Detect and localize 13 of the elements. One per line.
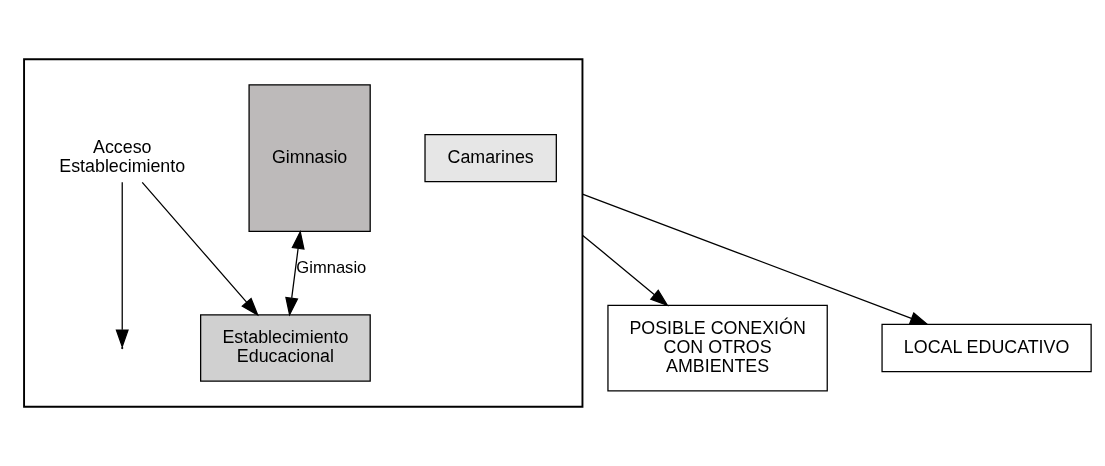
arrow — [141, 181, 259, 317]
node-box: POSIBLE CONEXIÓN CON OTROS AMBIENTES — [607, 304, 828, 392]
arrow — [581, 234, 669, 307]
node-box: Establecimiento Educacional — [200, 314, 371, 382]
node-box: Gimnasio — [248, 84, 371, 233]
node-text: Acceso Establecimiento — [59, 137, 186, 177]
arrow — [115, 181, 129, 349]
arrow — [581, 193, 929, 325]
edge-label: Gimnasio — [296, 257, 367, 277]
node-box: Camarines — [424, 133, 557, 183]
cluster — [23, 58, 584, 408]
arrow — [285, 229, 305, 317]
node-box: LOCAL EDUCATIVO — [881, 323, 1092, 373]
